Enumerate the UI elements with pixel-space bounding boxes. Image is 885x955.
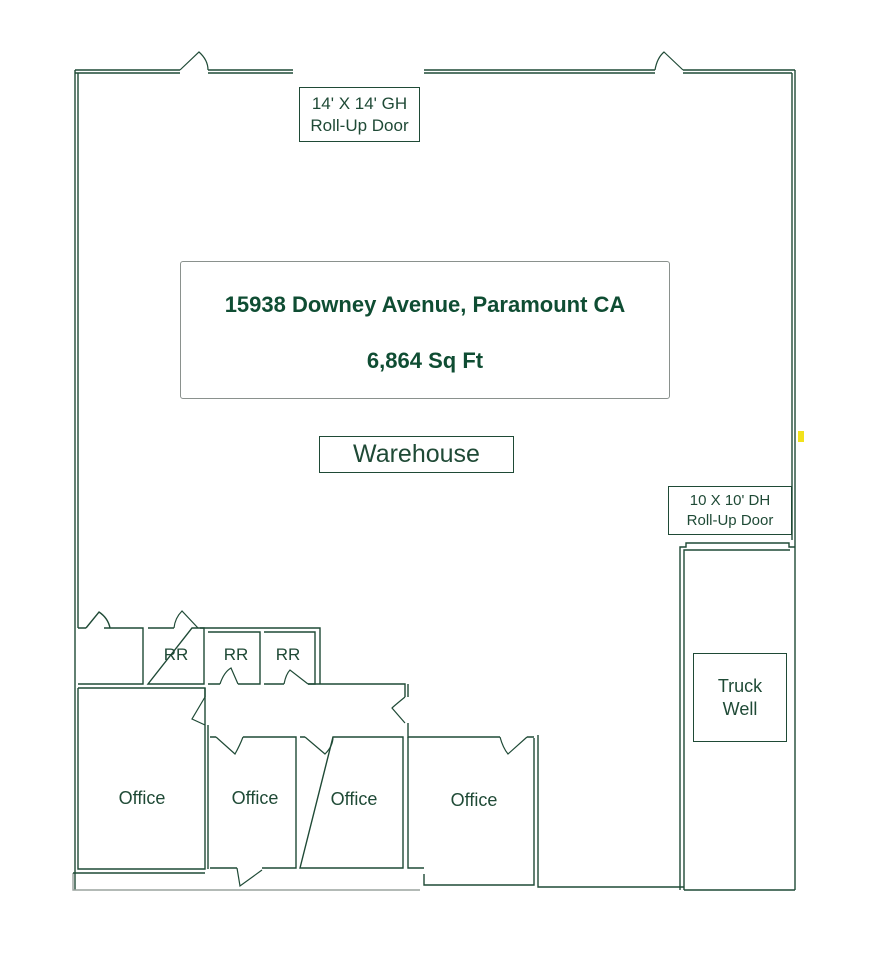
gh-door-type: Roll-Up Door [310,115,409,135]
door-swing-top-right [654,51,684,71]
corridor-right-top [308,683,409,697]
truck-well-line1: Truck [717,675,763,696]
gh-roll-up-door-label: 14' X 14' GH Roll-Up Door [299,87,420,142]
door-swing-rr-1 [173,610,199,629]
left-wall [74,70,79,890]
office-3-room [299,736,404,869]
door-swing-corridor-left [191,696,206,726]
rr-2-room [208,631,261,685]
restroom-2-label: RR [223,645,249,664]
office-2-label: Office [231,788,279,808]
door-swing-storage [85,611,111,629]
door-swing-office-3 [304,736,334,755]
truck-well-inner [683,549,790,890]
property-address: 15938 Downey Avenue, Paramount CA [224,292,626,317]
bottom-corridor-wall [72,873,420,891]
office-4-label: Office [450,790,498,810]
restroom-1-label: RR [163,645,189,664]
door-swing-office-2-bottom [236,867,263,888]
warehouse-label: Warehouse [319,436,514,473]
warehouse-text: Warehouse [353,440,480,468]
door-swing-corridor-right [391,696,406,724]
truck-well-line2: Well [722,698,758,719]
dh-door-type: Roll-Up Door [686,511,774,529]
office-3-label: Office [330,789,378,809]
rr-block-outer [200,627,321,684]
restroom-3-label: RR [275,645,301,664]
office-4-top [407,723,534,738]
door-swing-rr-2 [219,667,239,685]
office4-right [423,738,535,886]
yellow-marker [798,431,804,442]
top-wall-right-b [683,69,795,74]
top-wall-mid [208,69,293,74]
office-1-room [77,688,206,870]
door-swing-office-2 [215,736,244,755]
dh-door-size: 10 X 10' DH [689,491,771,509]
corridor-top-wall [78,687,206,697]
office-4-left [407,737,424,869]
top-wall-right-a [424,69,655,74]
gh-door-size: 14' X 14' GH [311,93,408,113]
door-swing-office-4 [499,736,528,755]
truck-well-label: Truck Well [693,653,787,742]
truck-well-outline [679,542,795,890]
door-swing-top-left [179,51,209,71]
office-2-room [210,736,297,869]
storage-room [78,627,144,685]
door-swing-rr-3 [283,669,309,685]
dh-roll-up-door-label: 10 X 10' DH Roll-Up Door [668,486,792,535]
top-wall-left [75,69,180,74]
property-info-box: 15938 Downey Avenue, Paramount CA 6,864 … [180,261,670,399]
bottom-wall-right [537,735,684,888]
right-wall-upper [791,70,796,545]
property-area: 6,864 Sq Ft [366,348,484,373]
office-1-label: Office [118,788,166,808]
